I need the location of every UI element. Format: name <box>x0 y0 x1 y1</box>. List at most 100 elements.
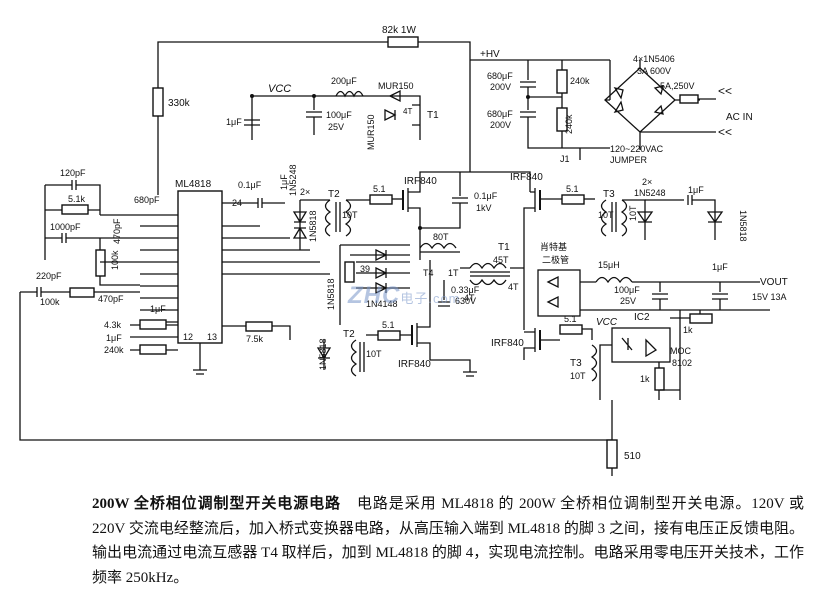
gate-drive-t3-top: T3 10T 10T 2× 1N5248 1μF 1N5818 <box>598 177 748 242</box>
t3-10t-b: 10T <box>628 205 638 221</box>
power-transformer-t1: T1 45T 0.33μF 630V 4T 4T 肖特基 二极管 15μH 10… <box>438 241 788 317</box>
hv-label: +HV <box>480 49 500 60</box>
c-100uf-a: 100μF <box>326 110 352 120</box>
c-680uf-b2: 200V <box>490 120 511 130</box>
moc-a: MOC <box>670 346 691 356</box>
vcc-top-label: VCC <box>268 83 291 95</box>
r-5-1k-label: 5.1k <box>68 194 86 204</box>
snubber-cap: 0.1μF 1kV <box>420 171 531 229</box>
hv-bulk: 680μF 200V 680μF 200V 240k 240k J1 <box>470 59 610 164</box>
left-network: 120pF 5.1k 1000pF 470pF 680pF 100k 220pF… <box>19 168 612 441</box>
t1-4t-label: 4T <box>403 107 412 116</box>
t1-mid-label: T1 <box>498 242 510 253</box>
c-680pf-label: 680pF <box>134 195 160 205</box>
r-330k-label: 330k <box>168 98 191 109</box>
irf840-b-label: IRF840 <box>510 172 543 183</box>
gate-drive-t3-bot: IRF840 5.1 T3 10T <box>491 314 598 382</box>
d-1n5818-a: 1N5818 <box>308 210 318 242</box>
c-1uf-ic: 1μF <box>150 304 166 314</box>
t2-bot-10t: 10T <box>366 349 382 359</box>
c-220pf-label: 220pF <box>36 271 62 281</box>
ac-plug-a: << <box>718 84 732 98</box>
caption: 200W 全桥相位调制型开关电源电路 电路是采用 ML4818 的 200W 全… <box>92 492 804 590</box>
c-680uf-a2: 200V <box>490 82 511 92</box>
irf840-c-label: IRF840 <box>398 359 431 370</box>
t4-1t-label: 1T <box>448 268 459 278</box>
j1-label: J1 <box>560 154 570 164</box>
d-1n5818-d: 1N5818 <box>318 338 328 370</box>
r-510-label: 510 <box>624 451 641 462</box>
l-200uf-label: 200μF <box>331 76 357 86</box>
d-1n5248-a: 1N5248 <box>288 164 298 196</box>
ic-pin-13: 13 <box>207 332 217 342</box>
c-1uf-t2: 1μF <box>279 174 289 190</box>
caption-title: 200W 全桥相位调制型开关电源电路 <box>92 496 341 512</box>
t3-bot-label: T3 <box>570 358 582 369</box>
fuse-label: 5A,250V <box>660 81 695 91</box>
t-45t-label: 45T <box>493 255 509 265</box>
c-100uf-out-a: 100μF <box>614 285 640 295</box>
c-680uf-a1: 680μF <box>487 71 513 81</box>
r-100k-v: 100k <box>110 250 120 270</box>
schottky-a: 肖特基 <box>540 241 567 252</box>
l-15uh-label: 15μH <box>598 260 620 270</box>
jumper-a: 120~220VAC <box>610 144 664 154</box>
mur150-b: MUR150 <box>366 114 376 150</box>
ic-pin-12: 12 <box>183 332 193 342</box>
caption-body1: 电路是采用 ML4818 的 200W 全桥相位调制型开关电源。 <box>356 496 752 512</box>
c-470pf-b: 470pF <box>98 294 124 304</box>
top-feedback: 330k 82k 1W +HV <box>152 25 500 195</box>
t4-label: T4 <box>423 268 434 278</box>
r-5-1-c: 5.1 <box>382 320 395 330</box>
c-120pf-label: 120pF <box>60 168 86 178</box>
t2-top-label: T2 <box>328 189 340 200</box>
ic-ml4818-label: ML4818 <box>175 179 212 190</box>
gate-drive-t2-bot: T2 10T 5.1 IRF840 1N5818 <box>316 260 477 377</box>
bridge-a: 4×1N5406 <box>633 54 675 64</box>
watermark-logo: ZHC电子.com <box>348 282 461 309</box>
c-1uf-out: 1μF <box>712 262 728 272</box>
t3-10t-label: 10T <box>598 210 614 220</box>
bridge-b: 3A 600V <box>637 66 671 76</box>
d-2x-b: 2× <box>642 177 652 187</box>
c-1uf-b-label: 1μF <box>106 333 122 343</box>
t3-top-label: T3 <box>603 189 615 200</box>
r-1k-a: 1k <box>683 325 693 335</box>
c-1uf-t3: 1μF <box>688 185 704 195</box>
r-240k-ic-label: 240k <box>104 345 124 355</box>
d-1n5818-c: 1N5818 <box>326 278 336 310</box>
d-1n4148-label: 1N4148 <box>366 299 398 309</box>
c-0-33uf-b: 630V <box>455 296 476 306</box>
r-240k-b: 240k <box>564 114 574 134</box>
r-5-1-b: 5.1 <box>566 184 579 194</box>
ac-in-label: AC IN <box>726 112 753 123</box>
r-240k-a: 240k <box>570 76 590 86</box>
irf840-d-label: IRF840 <box>491 338 524 349</box>
c-1000pf-label: 1000pF <box>50 222 81 232</box>
c-470pf-a: 470pF <box>112 218 122 244</box>
vcc-bot-label: VCC <box>596 317 618 328</box>
t-80t-label: 80T <box>433 232 449 242</box>
t-4t-b: 4T <box>464 293 475 303</box>
r-5-1-a: 5.1 <box>373 184 386 194</box>
mosfet-irf840-b: IRF840 5.1 <box>510 172 595 330</box>
ic-ml4818: ML4818 24 12 13 <box>140 179 330 344</box>
mur150-a: MUR150 <box>378 81 414 91</box>
t-4t-a: 4T <box>508 282 519 292</box>
r-5-1-d: 5.1 <box>564 314 577 324</box>
d-1n5818-b: 1N5818 <box>738 210 748 242</box>
c-0-1uf-ic-label: 0.1μF <box>238 180 262 190</box>
r-7-5k-label: 7.5k <box>246 334 264 344</box>
c-0-33uf-a: 0.33μF <box>451 285 480 295</box>
circuit-schematic: ML4818 24 12 13 330k 82k 1W +HV VCC 1μF … <box>19 25 788 476</box>
t1-top-label: T1 <box>427 110 439 121</box>
r-1k-b: 1k <box>640 374 650 384</box>
t3-bot-10t: 10T <box>570 371 586 381</box>
r-82k-label: 82k 1W <box>382 25 416 36</box>
c-0-1uf-1kv-a: 0.1μF <box>474 191 498 201</box>
moc-b: 8102 <box>672 358 692 368</box>
c-100uf-out-b: 25V <box>620 296 636 306</box>
gate-drive-t2-top: 0.1μF 1μF 2× 1N5248 1N5818 T2 10T 5.1 <box>238 164 403 250</box>
c-1uf-left-label: 1μF <box>226 117 242 127</box>
r-39-label: 39 <box>360 264 370 274</box>
